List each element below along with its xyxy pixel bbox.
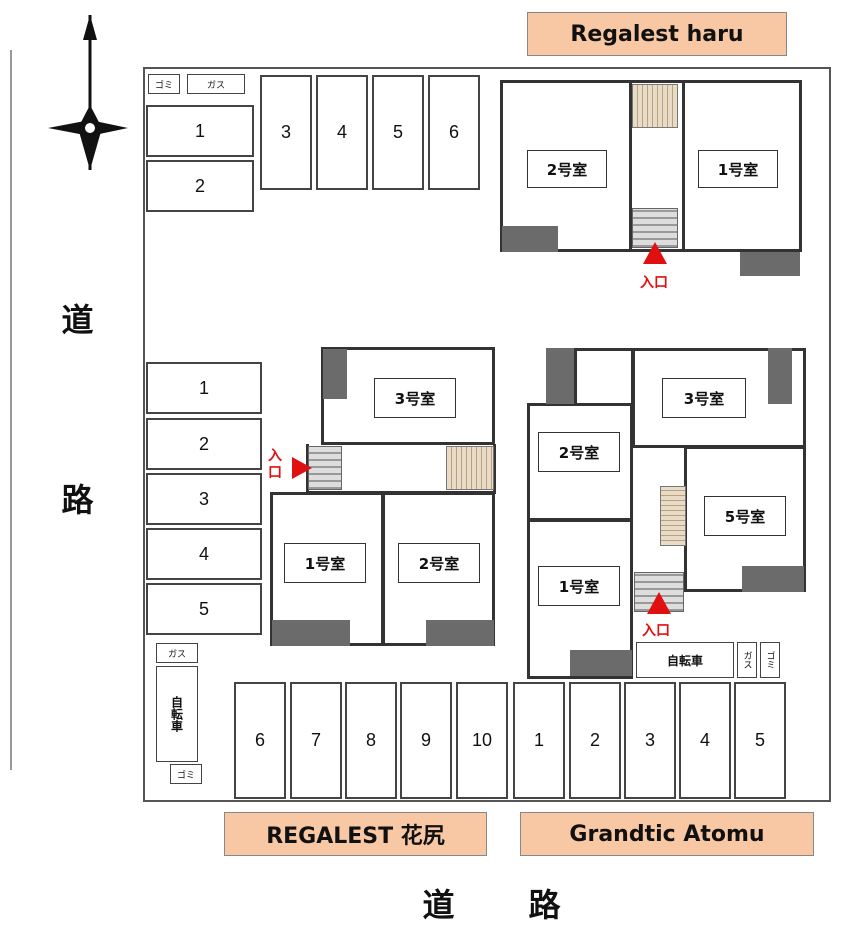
parking-space: 4 bbox=[146, 528, 262, 580]
parking-space: 5 bbox=[372, 75, 424, 190]
room-label: 1号室 bbox=[538, 566, 620, 606]
room-label: 3号室 bbox=[662, 378, 746, 418]
room-label: 1号室 bbox=[284, 543, 366, 583]
balcony bbox=[546, 348, 576, 404]
bicycle-parking: 自転車 bbox=[636, 642, 734, 678]
room-label: 2号室 bbox=[398, 543, 480, 583]
room-block bbox=[321, 347, 495, 445]
balcony bbox=[502, 226, 558, 252]
balcony bbox=[742, 566, 804, 592]
parking-space: 5 bbox=[734, 682, 786, 799]
room-label: 2号室 bbox=[538, 432, 620, 472]
parking-space: 6 bbox=[234, 682, 286, 799]
parking-space: 3 bbox=[260, 75, 312, 190]
entrance-floor bbox=[308, 446, 342, 490]
parking-space: 9 bbox=[400, 682, 452, 799]
road-label: 道 bbox=[422, 885, 455, 924]
parking-space: 1 bbox=[146, 362, 262, 414]
road-label: 路 bbox=[61, 480, 94, 519]
entrance-arrow-icon bbox=[647, 592, 671, 614]
gas-box: ガス bbox=[187, 74, 245, 94]
parking-space: 4 bbox=[316, 75, 368, 190]
bicycle-parking: 自転車 bbox=[156, 666, 198, 762]
parking-space: 2 bbox=[569, 682, 621, 799]
north-compass-icon bbox=[48, 15, 128, 170]
gas-box: ガス bbox=[156, 643, 198, 663]
parking-space: 8 bbox=[345, 682, 397, 799]
entrance-label: 入口 bbox=[642, 623, 670, 639]
entrance-label: 入口 bbox=[640, 275, 668, 291]
building-tag-atomu: Grandtic Atomu bbox=[520, 812, 814, 856]
balcony bbox=[323, 349, 347, 399]
garbage-box: ゴミ bbox=[148, 74, 180, 94]
room-label: 3号室 bbox=[374, 378, 456, 418]
parking-space: 10 bbox=[456, 682, 508, 799]
building-tag-haru: Regalest haru bbox=[527, 12, 787, 56]
gas-box: ガス bbox=[737, 642, 757, 678]
entrance-arrow-icon bbox=[292, 457, 312, 479]
garbage-box: ゴミ bbox=[170, 764, 202, 784]
garbage-box: ゴミ bbox=[760, 642, 780, 678]
parking-space: 5 bbox=[146, 583, 262, 635]
room-label: 1号室 bbox=[698, 150, 778, 188]
room-label: 2号室 bbox=[527, 150, 607, 188]
parking-space: 4 bbox=[679, 682, 731, 799]
road-label: 路 bbox=[528, 885, 561, 924]
parking-space: 3 bbox=[624, 682, 676, 799]
road-label: 道 bbox=[61, 300, 94, 339]
parking-space: 1 bbox=[513, 682, 565, 799]
balcony bbox=[768, 348, 792, 404]
staircase bbox=[660, 486, 686, 546]
balcony bbox=[740, 252, 800, 276]
entrance-arrow-icon bbox=[643, 242, 667, 264]
parking-space: 2 bbox=[146, 418, 262, 470]
balcony bbox=[570, 650, 632, 676]
parking-space: 6 bbox=[428, 75, 480, 190]
parking-space: 3 bbox=[146, 473, 262, 525]
parking-space: 2 bbox=[146, 160, 254, 212]
staircase bbox=[446, 446, 494, 490]
balcony bbox=[426, 620, 494, 646]
road-edge-line bbox=[10, 50, 12, 770]
room-label: 5号室 bbox=[704, 496, 786, 536]
parking-space: 1 bbox=[146, 105, 254, 157]
staircase bbox=[632, 84, 678, 128]
wall bbox=[574, 348, 634, 404]
parking-space: 7 bbox=[290, 682, 342, 799]
entrance-label: 入口 bbox=[268, 448, 282, 481]
site-boundary bbox=[143, 67, 831, 802]
building-tag-hanajiri: REGALEST 花尻 bbox=[224, 812, 487, 856]
balcony bbox=[272, 620, 350, 646]
